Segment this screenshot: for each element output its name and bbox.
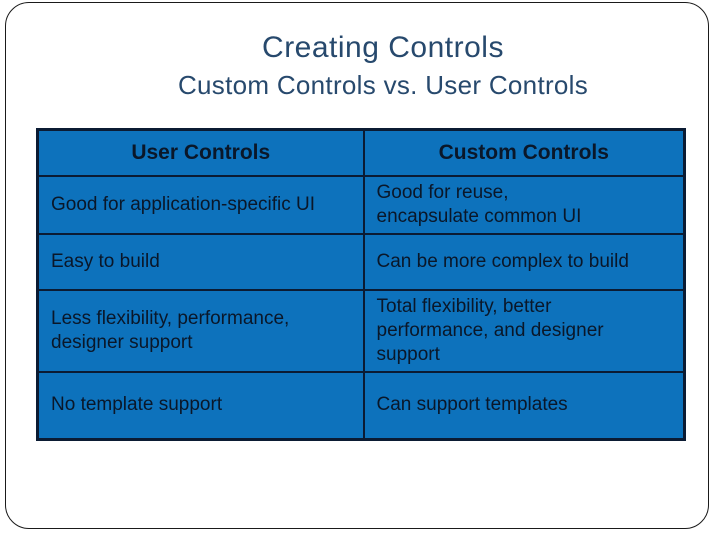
table-cell: Good for application-specific UI — [36, 174, 365, 235]
comparison-table: User Controls Custom Controls Good for a… — [36, 128, 686, 441]
table-cell: Less flexibility, performance, designer … — [36, 288, 365, 373]
table-cell: Total flexibility, better performance, a… — [362, 288, 686, 373]
table-row: Good for application-specific UI Good fo… — [36, 174, 686, 235]
title-block: Creating Controls Custom Controls vs. Us… — [46, 29, 720, 101]
table-cell: No template support — [36, 370, 365, 441]
slide-frame-border — [5, 2, 709, 529]
table-cell: Good for reuse, encapsulate common UI — [362, 174, 686, 235]
table-row: Easy to build Can be more complex to bui… — [36, 232, 686, 291]
column-header-user-controls: User Controls — [36, 128, 365, 177]
table-cell: Can be more complex to build — [362, 232, 686, 291]
page-subtitle: Custom Controls vs. User Controls — [177, 70, 589, 100]
column-header-custom-controls: Custom Controls — [362, 128, 686, 177]
table-row: No template support Can support template… — [36, 370, 686, 441]
table-header-row: User Controls Custom Controls — [36, 128, 686, 177]
table-cell: Can support templates — [362, 370, 686, 441]
page-title: Creating Controls — [262, 31, 504, 64]
table-row: Less flexibility, performance, designer … — [36, 288, 686, 373]
table-cell: Easy to build — [36, 232, 365, 291]
